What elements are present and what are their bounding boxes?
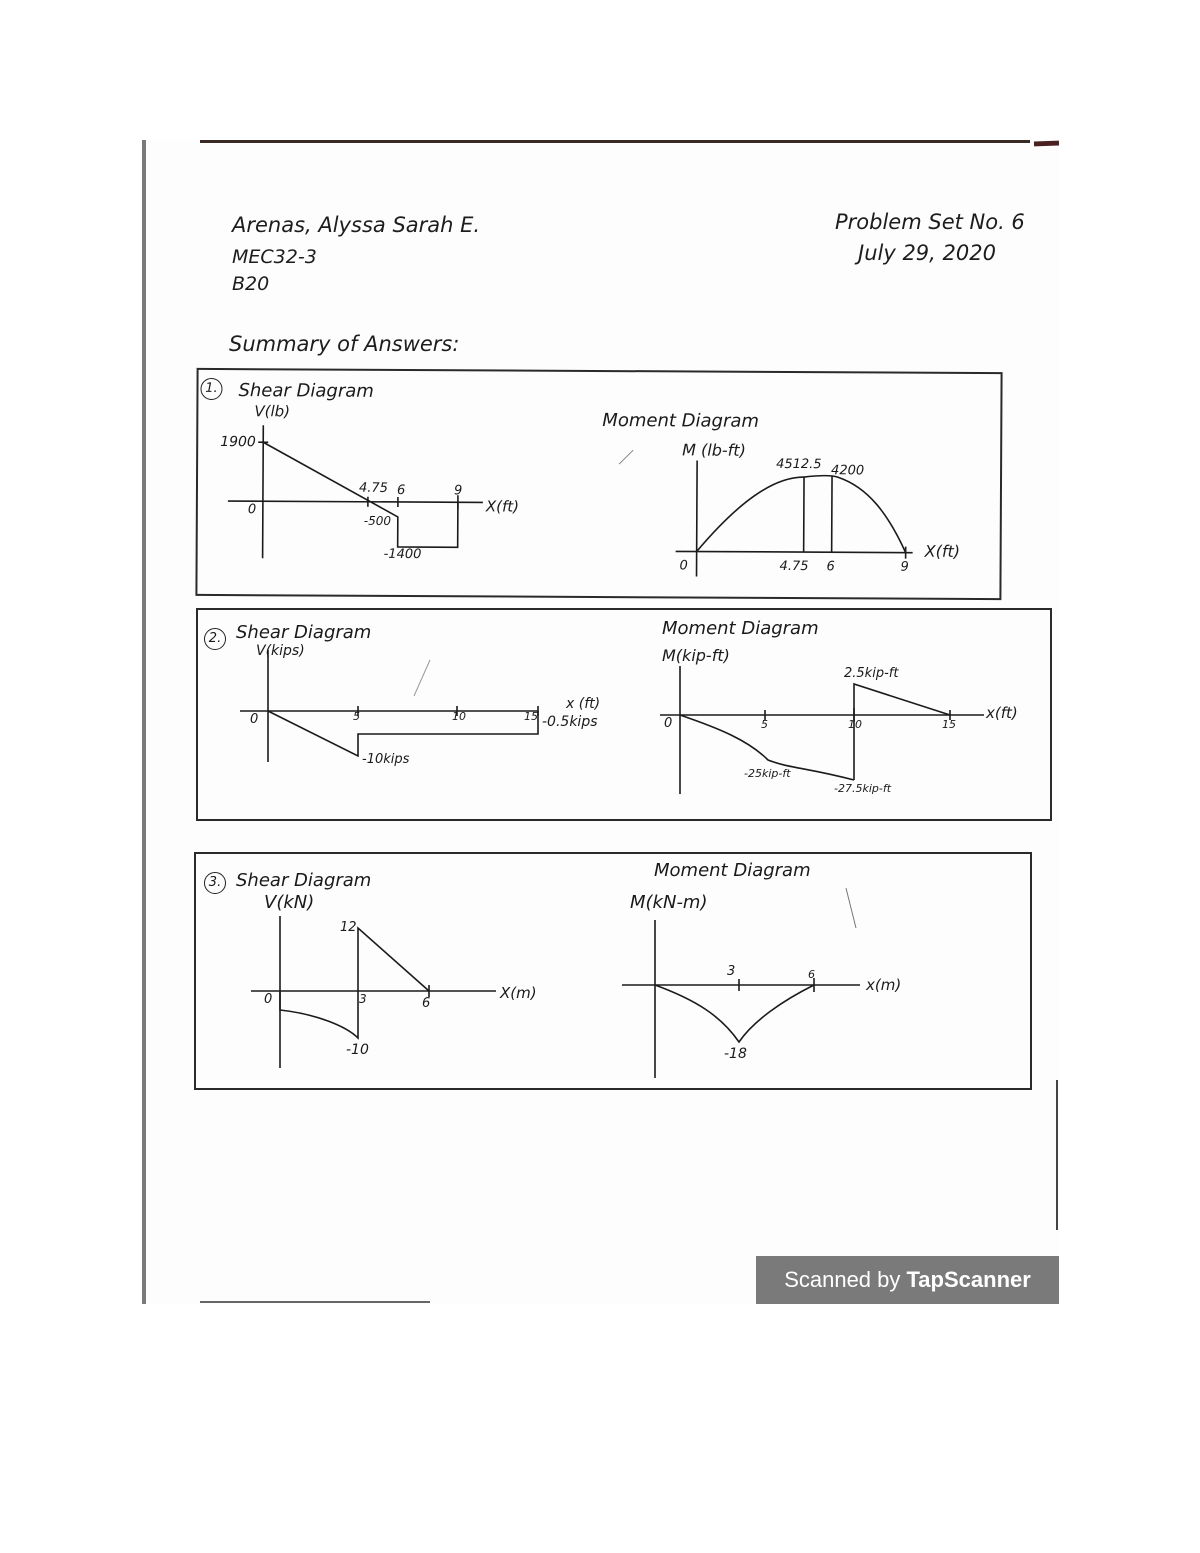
shear-curve	[262, 441, 459, 549]
x-tick-label: 5	[761, 718, 768, 731]
moment-curve	[696, 474, 907, 553]
scanner-watermark: Scanned by TapScanner	[756, 1256, 1059, 1304]
student-name: Arenas, Alyssa Sarah E.	[232, 213, 481, 237]
origin-label: 0	[250, 712, 259, 727]
shear-curve	[279, 926, 430, 1040]
paper-edge-left	[142, 140, 146, 1304]
paper-edge-top	[200, 140, 1030, 143]
moment-curve-negative	[679, 714, 855, 781]
paper-sheet	[142, 140, 1059, 1304]
x-tick-label: 6	[808, 968, 815, 981]
watermark-brand: TapScanner	[906, 1267, 1031, 1292]
shear-x-axis-label: x (ft)	[566, 696, 601, 712]
paper-edge-top-right	[1033, 140, 1060, 147]
shear-x-axis-label: X(m)	[500, 984, 537, 1002]
moment-value-label: -27.5kip-ft	[834, 782, 892, 795]
moment-curve	[654, 984, 815, 1044]
x-tick-label: 15	[524, 710, 538, 723]
x-tick-label: 5	[353, 710, 360, 723]
x-tick-label: 15	[942, 718, 956, 731]
moment-x-axis	[675, 550, 913, 554]
x-tick-label: 6	[422, 996, 431, 1011]
shear-value-label: -0.5kips	[542, 714, 598, 730]
shear-value-label: 12	[340, 920, 357, 935]
problem-1-diagrams	[227, 425, 913, 577]
problem-2-diagrams	[240, 650, 984, 794]
summary-title: Summary of Answers:	[229, 332, 460, 356]
shear-curve	[267, 710, 539, 758]
watermark-prefix: Scanned by	[784, 1267, 907, 1292]
moment-x-axis-label: x(ft)	[986, 704, 1018, 722]
moment-diagram-title: Moment Diagram	[654, 860, 811, 881]
problem-2-panel: 2. Shear Diagram V(kips) 0 5 10 15 x (ft…	[196, 608, 1052, 821]
shear-diagram-title: Shear Diagram	[236, 622, 372, 643]
moment-y-axis-label: M(kN-m)	[630, 892, 708, 913]
moment-x-axis-label: x(m)	[866, 976, 902, 994]
moment-value-label: -18	[724, 1046, 747, 1062]
problem-3-panel: 3. Shear Diagram V(kN) 12 0 3 6 X(m) -10…	[194, 852, 1032, 1090]
problem-number-badge: 2.	[204, 628, 226, 650]
problem-number-badge: 3.	[204, 872, 226, 894]
x-tick-label: 10	[452, 710, 466, 723]
paper-edge-bottom	[200, 1301, 430, 1303]
problem-1-panel: 1. Shear Diagram V(lb) 1900 0 4.75 6 9 X…	[195, 367, 1003, 601]
x-tick-label: 10	[848, 718, 862, 731]
problem-3-diagrams	[251, 887, 860, 1078]
x-tick-label: 3	[359, 992, 367, 1006]
shear-value-label: -10	[346, 1042, 369, 1058]
paper-edge-right	[1056, 1080, 1058, 1230]
x-tick-label: 3	[727, 964, 736, 979]
problem-set-label: Problem Set No. 6	[835, 210, 1025, 234]
origin-label: 0	[664, 716, 673, 731]
shear-x-axis	[227, 500, 483, 504]
date-label: July 29, 2020	[858, 241, 996, 265]
shear-y-axis	[261, 425, 265, 559]
moment-value-label: -25kip-ft	[744, 767, 791, 780]
moment-curve-positive	[853, 682, 951, 780]
shear-value-label: -10kips	[362, 752, 410, 767]
origin-label: 0	[264, 992, 273, 1007]
group-code: B20	[232, 273, 270, 295]
moment-y-axis	[695, 460, 698, 577]
course-section: MEC32-3	[232, 246, 317, 268]
shear-diagram-title: Shear Diagram	[236, 870, 372, 891]
moment-y-axis-label: M(kip-ft)	[662, 646, 730, 665]
shear-y-axis-label: V(kN)	[264, 892, 315, 913]
moment-value-label: 2.5kip-ft	[844, 666, 899, 681]
moment-diagram-title: Moment Diagram	[662, 618, 819, 639]
